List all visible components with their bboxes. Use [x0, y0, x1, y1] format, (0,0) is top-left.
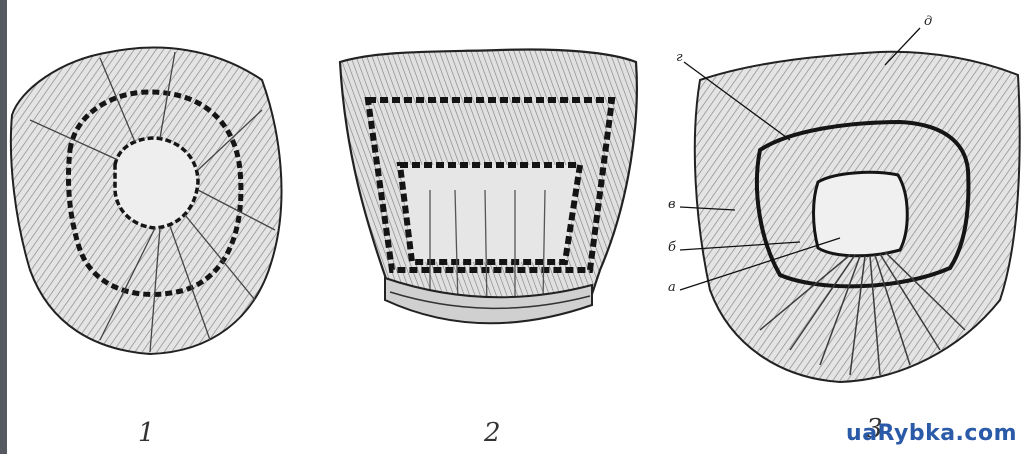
- figure-label-2: 2: [484, 418, 501, 448]
- callout-v: в: [668, 197, 676, 212]
- figure-label-1: 1: [138, 418, 155, 448]
- callout-a: а: [668, 280, 676, 295]
- scale-1-drawing: [11, 48, 282, 354]
- scale-2-drawing: [340, 50, 637, 324]
- callout-b: б: [668, 240, 676, 255]
- callout-g: г: [676, 50, 683, 65]
- callout-d: д: [924, 14, 932, 29]
- site-watermark: uaRybka.com: [846, 421, 1017, 446]
- scale-3-drawing: [680, 28, 1020, 382]
